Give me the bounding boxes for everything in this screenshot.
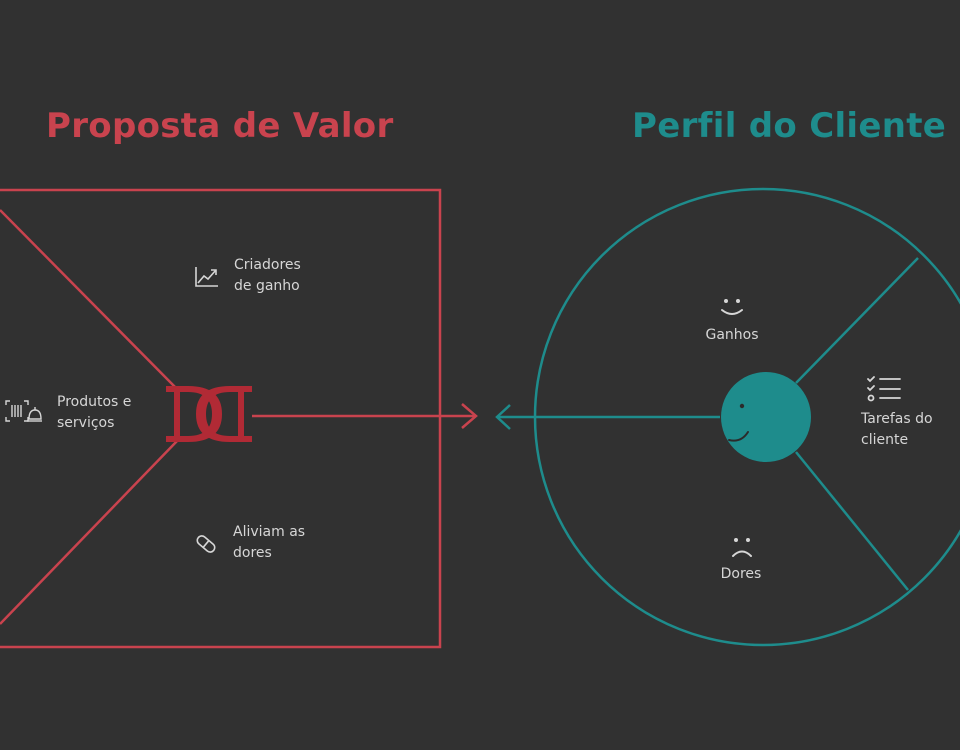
divider-lower [0, 439, 179, 625]
pain-relievers-line2: dores [233, 545, 272, 561]
customer-profile-title: Perfil do Cliente [632, 106, 947, 146]
pains-label: Dores [701, 564, 781, 585]
arrow-head-left [495, 404, 511, 430]
value-proposition-title: Proposta de Valor [46, 106, 394, 146]
products-services-line2: serviços [57, 415, 115, 431]
dd-logo-icon [166, 386, 252, 442]
products-services-label: Produtos e serviços [57, 392, 131, 434]
smile-icon [721, 299, 743, 315]
value-proposition-square [0, 188, 478, 649]
pains-text: Dores [720, 566, 762, 582]
gains-text: Ganhos [705, 327, 759, 343]
gains-label: Ganhos [692, 325, 772, 346]
chart-line-icon [195, 267, 218, 287]
customer-profile-circle [495, 187, 960, 647]
divider-upper [0, 209, 179, 391]
pain-relievers-label: Aliviam as dores [233, 522, 305, 564]
barcode-service-bell-icon [5, 400, 42, 422]
divider-lower-right [795, 451, 909, 591]
gain-creators-label: Criadores de ganho [234, 255, 301, 297]
customer-jobs-line1: Tarefas do [861, 411, 933, 427]
sad-face-icon [732, 538, 752, 557]
customer-jobs-line2: cliente [861, 432, 909, 448]
checklist-icon [867, 376, 901, 402]
customer-face-icon [721, 372, 811, 462]
pain-relievers-line1: Aliviam as [233, 524, 306, 540]
pill-icon [196, 535, 216, 553]
square-border [0, 188, 442, 649]
divider-upper-right [795, 257, 919, 384]
gain-creators-line2: de ganho [234, 278, 300, 294]
products-services-line1: Produtos e [57, 394, 132, 410]
arrow-head-right [461, 403, 478, 429]
gain-creators-line1: Criadores [234, 257, 301, 273]
customer-jobs-label: Tarefas do cliente [861, 409, 933, 451]
